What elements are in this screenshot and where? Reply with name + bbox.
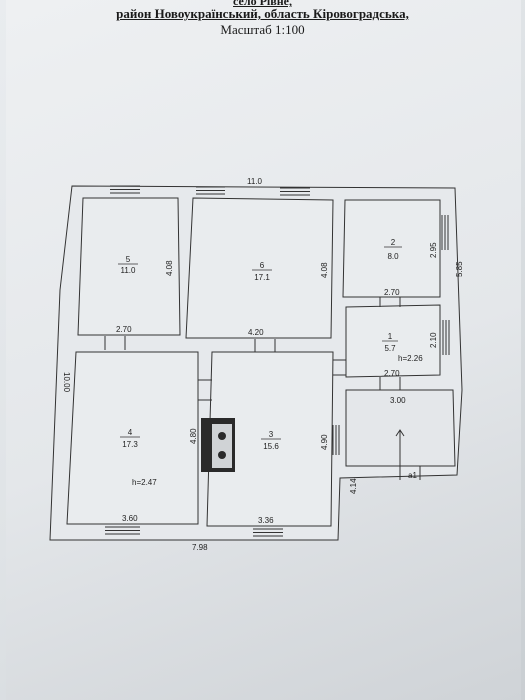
room-2-number: 2 xyxy=(391,238,396,247)
address-district: район Новоукраїнський, область Кіровогра… xyxy=(116,6,409,21)
porch-width: 3.00 xyxy=(390,396,406,405)
room-5 xyxy=(77,197,181,336)
dim-height-left: 10.00 xyxy=(62,372,71,393)
room-1-number: 1 xyxy=(388,332,393,341)
room-4-width: 3.60 xyxy=(122,514,138,523)
dim-height-right: 5.85 xyxy=(455,261,464,277)
room-5-area: 11.0 xyxy=(121,266,137,275)
porch-label: a1 xyxy=(408,471,417,480)
room-6-depth: 4.08 xyxy=(320,262,329,278)
room-1-width: 2.70 xyxy=(384,369,400,378)
room-4-area: 17.3 xyxy=(122,440,138,449)
room-2-width: 2.70 xyxy=(384,288,400,297)
room-2 xyxy=(342,199,441,298)
room-4-depth: 4.80 xyxy=(189,428,198,444)
room-6 xyxy=(185,197,334,339)
room-4-height: h=2.47 xyxy=(132,478,157,487)
room-6-number: 6 xyxy=(260,261,265,270)
porch-a1 xyxy=(345,389,456,467)
porch-depth: 4.14 xyxy=(349,478,358,494)
room-1-depth: 2.10 xyxy=(429,332,438,348)
room-4 xyxy=(66,351,199,525)
dim-width-top: 11.0 xyxy=(247,177,263,186)
room-1-height: h=2.26 xyxy=(398,354,423,363)
room-6-area: 17.1 xyxy=(254,273,270,282)
room-5-depth: 4.08 xyxy=(165,260,174,276)
scale-label: Масштаб 1:100 xyxy=(220,22,305,37)
room-3-number: 3 xyxy=(269,430,274,439)
room-1-area: 5.7 xyxy=(384,344,396,353)
stove-icon xyxy=(201,418,235,472)
room-5-width: 2.70 xyxy=(116,325,132,334)
room-6-width: 4.20 xyxy=(248,328,264,337)
entrance-arrow-icon xyxy=(395,429,405,478)
address-village: село Рівне, xyxy=(233,0,292,8)
windows xyxy=(105,185,450,537)
room-3-width: 3.36 xyxy=(258,516,274,525)
room-2-depth: 2.95 xyxy=(429,242,438,258)
room-4-number: 4 xyxy=(128,428,133,437)
dim-width-bottom: 7.98 xyxy=(192,543,208,552)
room-5-number: 5 xyxy=(126,255,131,264)
room-3-depth: 4.90 xyxy=(320,434,329,450)
room-2-area: 8.0 xyxy=(387,252,399,261)
room-3-area: 15.6 xyxy=(263,442,279,451)
